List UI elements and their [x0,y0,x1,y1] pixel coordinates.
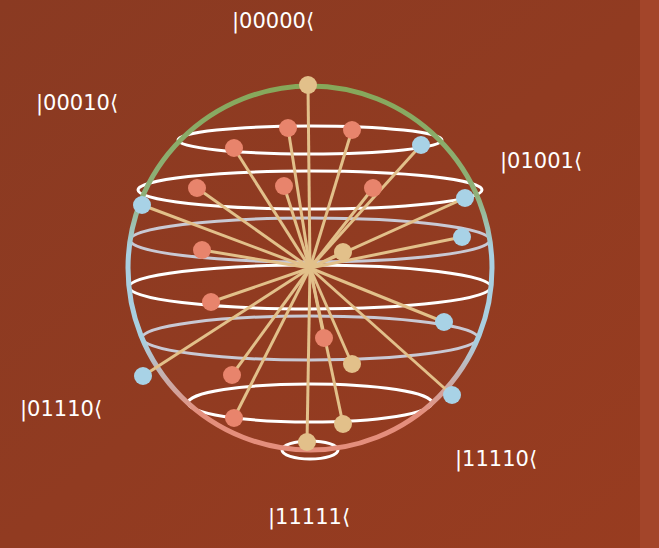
state-dot [343,355,361,373]
state-dot [412,136,430,154]
state-dot [225,409,243,427]
state-dot [193,241,211,259]
state-spoke [310,198,465,268]
latitude-ring [188,384,432,422]
state-dot [223,366,241,384]
state-spoke [197,188,310,268]
state-dot [453,228,471,246]
state-spoke [310,268,452,395]
state-dot [133,196,151,214]
state-dot [334,415,352,433]
state-dot [188,179,206,197]
state-spoke [310,268,352,364]
state-dot [334,243,352,261]
state-dot [134,367,152,385]
state-spoke [142,205,310,268]
state-dot [275,177,293,195]
state-dot [202,293,220,311]
state-dot [299,76,317,94]
state-spoke [310,130,352,268]
ket-label: |01001⟨ [500,150,582,173]
state-dot [456,189,474,207]
state-dot [279,119,297,137]
state-spoke [310,237,462,268]
sphere-rim [128,86,492,450]
state-spoke [234,148,310,268]
state-dot [315,329,333,347]
ket-label: |11110⟨ [455,448,537,471]
state-spoke [284,186,310,268]
state-spoke [234,268,310,418]
state-spoke [308,85,310,268]
ket-label: |00000⟨ [232,10,314,33]
state-spoke [232,268,310,375]
state-spoke [288,128,310,268]
ket-label: |11111⟨ [268,506,350,529]
state-spoke [307,268,310,442]
ket-label: |00010⟨ [36,92,118,115]
state-dot [435,313,453,331]
state-spoke [202,250,310,268]
state-dot [298,433,316,451]
state-dot [225,139,243,157]
state-dot [364,179,382,197]
state-dot [443,386,461,404]
state-dot [343,121,361,139]
state-spoke [310,268,343,424]
state-spoke [143,268,310,376]
ket-label: |01110⟨ [20,398,102,421]
side-strip [640,0,659,548]
